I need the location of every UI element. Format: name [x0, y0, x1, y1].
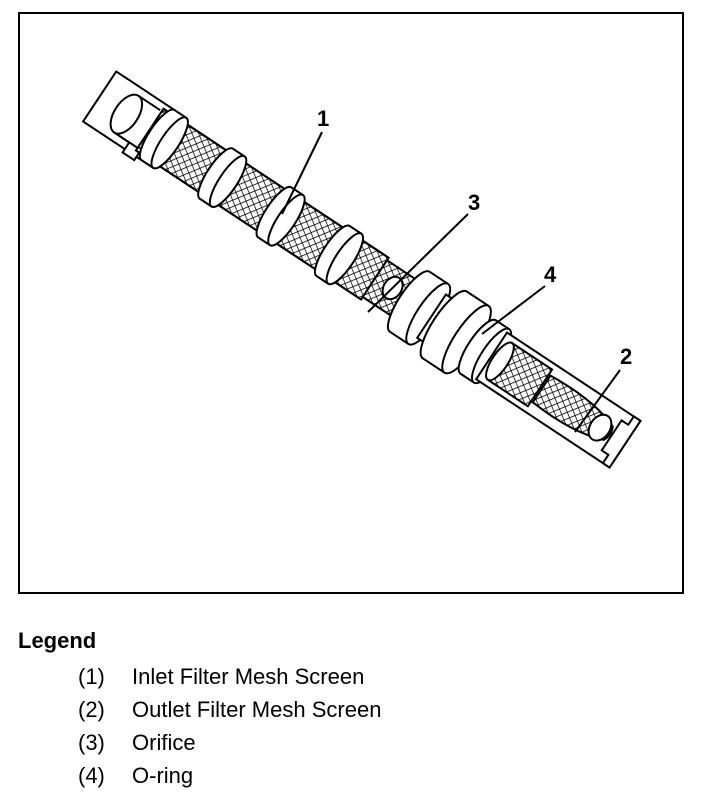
leader-line-2 — [574, 369, 621, 433]
legend-item-label: Outlet Filter Mesh Screen — [132, 697, 382, 722]
support-ring — [313, 224, 365, 286]
legend-item-number: (4) — [78, 763, 105, 788]
legend-item-label: O-ring — [132, 763, 194, 788]
leader-line-4 — [481, 285, 546, 335]
legend: Legend (1) Inlet Filter Mesh Screen (2) … — [18, 628, 678, 792]
support-ring — [197, 147, 248, 208]
collar — [386, 270, 452, 346]
legend-item-number: (2) — [78, 697, 105, 722]
support-ring — [138, 108, 189, 170]
legend-item-number: (3) — [78, 730, 105, 755]
callout-4: 4 — [544, 262, 557, 287]
legend-item: (2) Outlet Filter Mesh Screen — [78, 693, 678, 726]
o-ring — [419, 289, 492, 375]
leader-line-1 — [281, 131, 323, 215]
legend-item: (3) Orifice — [78, 726, 678, 759]
orifice-tube-illustration: 1 2 3 4 — [81, 70, 642, 469]
callout-1: 1 — [317, 106, 329, 131]
legend-item-number: (1) — [78, 664, 105, 689]
diagram-frame: 1 2 3 4 — [18, 12, 684, 594]
callout-2: 2 — [620, 344, 632, 369]
legend-item: (1) Inlet Filter Mesh Screen — [78, 660, 678, 693]
leader-line-3 — [367, 213, 469, 313]
legend-title: Legend — [18, 628, 97, 653]
support-ring — [255, 185, 306, 247]
legend-item-label: Inlet Filter Mesh Screen — [132, 664, 365, 689]
legend-item: (4) O-ring — [78, 759, 678, 792]
callout-3: 3 — [468, 190, 480, 215]
orifice-tube — [81, 70, 642, 469]
legend-item-label: Orifice — [132, 730, 196, 755]
